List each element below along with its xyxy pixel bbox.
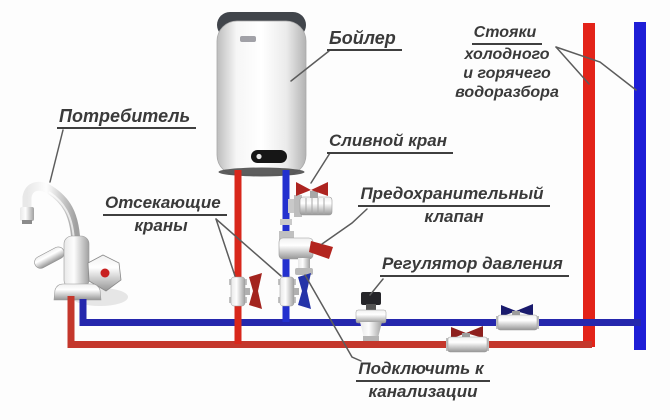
drain-tee (288, 199, 297, 213)
shutoff-valve-hot-icon (229, 273, 262, 309)
label-pressure-regulator-text: Регулятор давления (380, 254, 569, 277)
boiler-bottom-edge (218, 167, 305, 177)
label-consumer-text: Потребитель (57, 106, 197, 129)
label-drain-valve-text: Сливной кран (327, 131, 453, 154)
label-risers-line1: Стояки (471, 23, 543, 45)
regulator-neck (366, 304, 376, 311)
leader-safety (321, 208, 368, 245)
boiler-logo (240, 36, 256, 42)
label-sewer-connection: Подключить к канализации (354, 359, 492, 402)
regulator-bottom-nut (363, 336, 379, 341)
drain-nut (294, 195, 302, 217)
cold-line-valve-stem (512, 311, 520, 318)
label-shutoff-line2: краны (134, 216, 188, 235)
shutoff-valve-cold-icon (278, 273, 311, 309)
label-boiler: Бойлер (327, 28, 402, 51)
label-shutoff-line1: Отсекающие (103, 193, 227, 216)
leader-regulator (369, 278, 384, 296)
cold-line-pipe (79, 299, 641, 326)
regulator-cap (361, 292, 381, 305)
leader-consumer (49, 129, 64, 183)
cold-line-valve-handle-l (501, 305, 516, 317)
mixer-faucet-icon (20, 181, 128, 306)
drain-valve-icon (288, 182, 333, 217)
label-safety-line1: Предохранительный (358, 184, 550, 207)
safety-inlet-nut (279, 231, 294, 240)
pipe-coupling (280, 219, 292, 225)
label-sewer-line1: Подключить к (356, 359, 490, 382)
cold-line-valve-icon (496, 304, 539, 331)
faucet-hot-dot (100, 268, 110, 278)
drain-handle-left (296, 182, 311, 196)
drain-stem (310, 191, 318, 198)
safety-valve-icon (278, 231, 333, 275)
label-shutoff-valves: Отсекающие краны (103, 193, 227, 236)
cold-line-valve-handle-r (516, 304, 533, 316)
label-safety-line2: клапан (424, 207, 484, 226)
hot-line-valve-body (447, 336, 488, 353)
faucet-base (53, 283, 102, 301)
label-risers-line2: холодного (464, 46, 550, 63)
drain-handle-right (311, 182, 328, 196)
leader-boiler (290, 50, 330, 82)
safety-outlet-nut (295, 268, 313, 275)
hot-line-valve-handle-r (466, 326, 483, 338)
leader-lines (49, 46, 637, 362)
hot-line-valve-icon (446, 326, 489, 353)
label-risers-line4: водоразбора (455, 84, 559, 101)
leader-drain (310, 152, 331, 184)
boiler-display-dot (256, 153, 262, 160)
hot-line-valve-stem (462, 333, 470, 340)
shutoff-cold-stem (294, 288, 299, 295)
leader-shutoff-cold (215, 218, 282, 277)
faucet-nozzle (20, 207, 34, 221)
faucet-spout (22, 181, 81, 253)
label-sewer-line2: канализации (368, 382, 478, 401)
faucet-body (63, 235, 90, 289)
safety-drain-outlet (298, 258, 310, 270)
drain-ribs (305, 198, 325, 214)
label-boiler-text: Бойлер (327, 28, 402, 51)
safety-lever (309, 241, 333, 259)
label-risers: Стояки холодного и горячего водоразбора (443, 23, 571, 102)
shutoff-hot-body (230, 276, 246, 307)
hot-line-valve-handle-l (451, 327, 466, 339)
boiler-display (251, 150, 287, 163)
label-consumer: Потребитель (57, 106, 197, 129)
pressure-regulator-icon (355, 292, 387, 341)
regulator-body (355, 309, 387, 324)
shutoff-hot-handle (249, 273, 262, 309)
regulator-bell (360, 322, 382, 338)
label-risers-line3: и горячего (463, 65, 551, 82)
faucet-nozzle-tip (22, 220, 32, 224)
shutoff-cold-body (279, 276, 295, 307)
shutoff-hot-stem (245, 288, 250, 295)
faucet-left-lever (34, 246, 65, 269)
label-safety-valve: Предохранительный клапан (358, 184, 550, 227)
safety-body (278, 237, 314, 260)
label-pressure-regulator: Регулятор давления (380, 254, 569, 277)
boiler-tank-icon (216, 12, 307, 177)
leader-shutoff-hot (215, 218, 236, 277)
label-drain-valve: Сливной кран (327, 131, 453, 154)
cold-line-valve-body (497, 314, 538, 331)
leader-riser-cold (555, 46, 637, 91)
shutoff-cold-handle (298, 273, 311, 309)
drain-body (299, 196, 333, 216)
leader-sewer (304, 274, 362, 362)
hot-line-pipe (67, 296, 592, 348)
leader-riser-hot (555, 46, 590, 85)
